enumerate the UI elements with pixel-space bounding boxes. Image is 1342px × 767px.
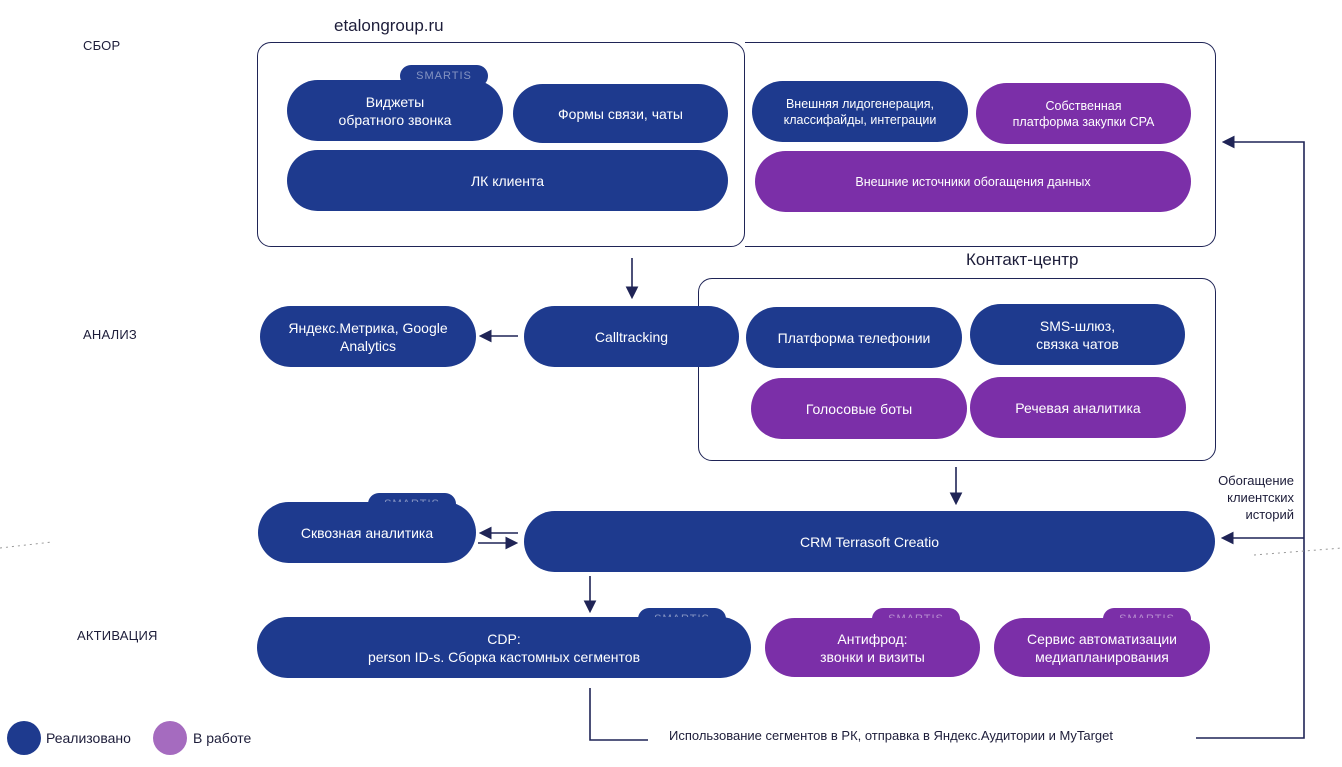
stage-collect-label: СБОР: [83, 38, 121, 53]
stage-activation-label: АКТИВАЦИЯ: [77, 628, 158, 643]
legend-in-progress-label: В работе: [193, 730, 252, 746]
node-lk: ЛК клиента: [287, 150, 728, 211]
site-frame-title: etalongroup.ru: [326, 16, 452, 36]
node-leadgen: Внешняя лидогенерация, классифайды, инте…: [752, 81, 968, 142]
enrichment-note: Обогащение клиентских историй: [1218, 473, 1294, 522]
site-frame: [257, 42, 745, 247]
node-speech: Речевая аналитика: [970, 377, 1186, 438]
node-telephony: Платформа телефонии: [746, 307, 962, 368]
node-crm: CRM Terrasoft Creatio: [524, 511, 1215, 572]
node-widgets: Виджеты обратного звонка: [287, 80, 503, 141]
external-frame: [745, 42, 1216, 247]
node-voicebots: Голосовые боты: [751, 378, 967, 439]
node-sms: SMS-шлюз, связка чатов: [970, 304, 1185, 365]
node-cdp: CDP: person ID-s. Сборка кастомных сегме…: [257, 617, 751, 678]
node-forms: Формы связи, чаты: [513, 84, 728, 143]
legend-in-progress-swatch: [153, 721, 187, 755]
node-mediaplan: Сервис автоматизации медиапланирования: [994, 618, 1210, 677]
node-calltracking: Calltracking: [524, 306, 739, 367]
dotted-divider-left: [0, 541, 53, 549]
contact-center-frame: [698, 278, 1216, 461]
node-e2e-analytics: Сквозная аналитика: [258, 502, 476, 563]
connector-cdp-to-segments: [589, 688, 648, 741]
node-enrichment-sources: Внешние источники обогащения данных: [755, 151, 1191, 212]
legend-done-swatch: [7, 721, 41, 755]
node-cpa: Собственная платформа закупки CPA: [976, 83, 1191, 144]
node-metrika: Яндекс.Метрика, Google Analytics: [260, 306, 476, 367]
stage-analysis-label: АНАЛИЗ: [83, 327, 137, 342]
contact-center-title: Контакт-центр: [958, 250, 1087, 270]
segments-note: Использование сегментов в РК, отправка в…: [669, 728, 1114, 743]
dotted-divider-right: [1253, 547, 1342, 556]
connector-segments-loop: [1196, 135, 1305, 739]
node-antifraud: Антифрод: звонки и визиты: [765, 618, 980, 677]
legend-done-label: Реализовано: [46, 730, 131, 746]
